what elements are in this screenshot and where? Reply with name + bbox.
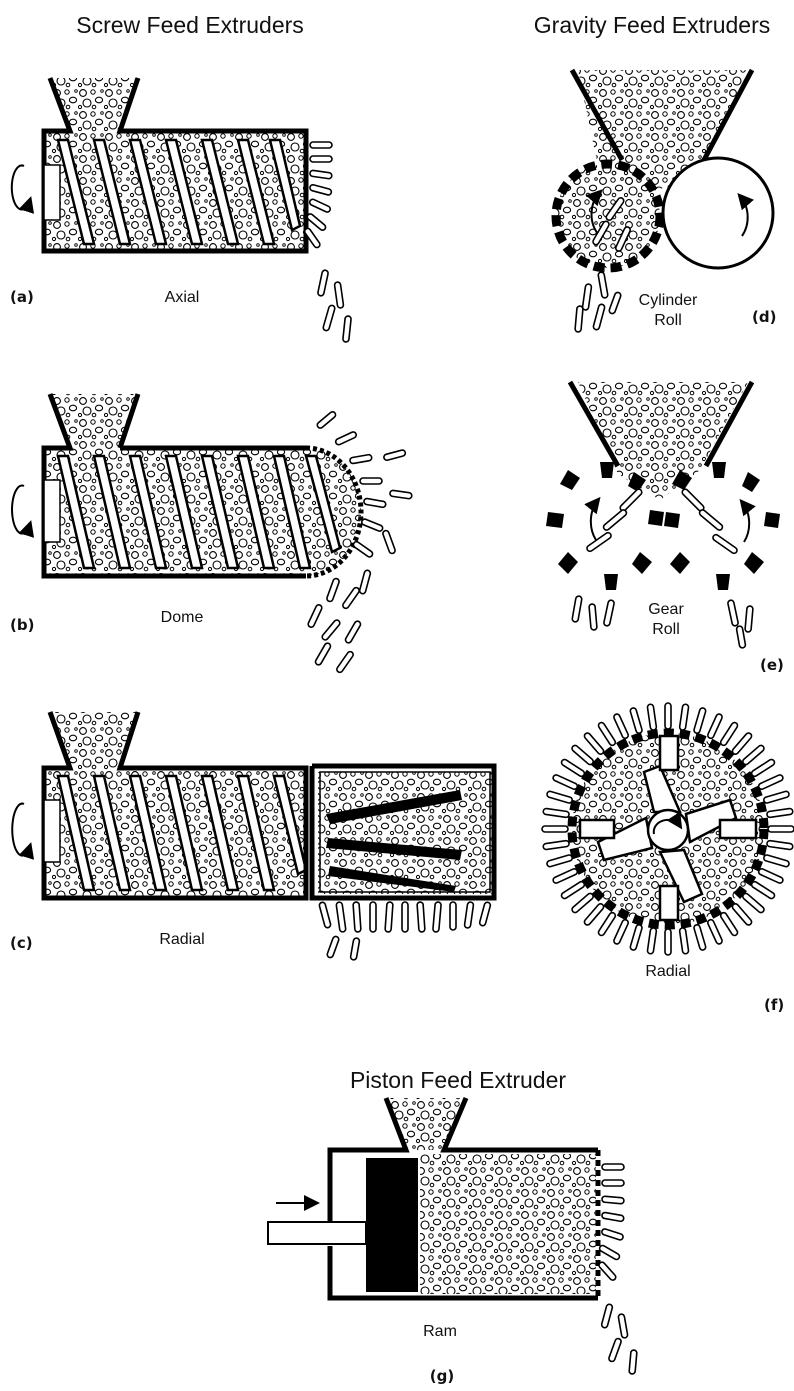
extrudate-strand xyxy=(693,924,706,951)
extrudate-strand xyxy=(742,892,766,914)
solid-roll xyxy=(663,158,773,268)
piston-rod xyxy=(268,1222,366,1244)
heading-screw-feed: Screw Feed Extruders xyxy=(76,12,304,38)
panel-b-tag: (b) xyxy=(10,616,34,634)
rotation-arrow-icon xyxy=(742,502,749,542)
panel-d-label-line2: Roll xyxy=(654,312,682,329)
extrudate-strand xyxy=(731,732,753,756)
extrudate-strand xyxy=(647,928,657,955)
extrudate-strand xyxy=(560,758,585,777)
heading-piston-feed: Piston Feed Extruder xyxy=(350,1067,566,1093)
extrudate-strand xyxy=(720,721,739,746)
heading-gravity-feed: Gravity Feed Extruders xyxy=(534,12,770,38)
extrudate-strand xyxy=(665,929,671,955)
panel-a-axial-extruder: (a) Axial xyxy=(10,78,351,342)
extrudate-strand xyxy=(543,808,570,818)
extrudate-strands xyxy=(598,1164,637,1374)
extrudate-strand xyxy=(751,758,776,777)
extrudate-strand xyxy=(571,744,595,766)
panel-f-tag: (f) xyxy=(764,996,784,1014)
extrudate-strand xyxy=(546,791,573,804)
extrudate-strand xyxy=(763,791,790,804)
extrudate-strand xyxy=(767,808,794,818)
extrudate-strand xyxy=(679,704,689,731)
extrudate-strand xyxy=(543,840,570,850)
panel-a-tag: (a) xyxy=(10,288,34,306)
rotation-arrow-icon xyxy=(12,804,30,856)
rotation-arrow-icon xyxy=(12,165,30,209)
extrudate-strand xyxy=(613,713,629,739)
extrudate-strand xyxy=(597,721,616,746)
extrudate-strand xyxy=(758,868,784,884)
panel-b-label: Dome xyxy=(161,609,204,626)
extrudate-strand xyxy=(767,840,794,850)
panel-c-radial-extruder: (c) Radial xyxy=(10,712,494,960)
extrudate-strand xyxy=(665,703,671,729)
extrudate-strand xyxy=(763,854,790,867)
panel-f-label: Radial xyxy=(645,963,690,980)
extrudate-strand xyxy=(597,912,616,937)
extrudate-strand xyxy=(707,919,723,945)
panel-b-dome-extruder: (b) Dome xyxy=(10,394,412,674)
panel-f-radial-extruder: Radial (f) xyxy=(542,703,794,1014)
extrudate-strand xyxy=(546,854,573,867)
extrudate-strand xyxy=(679,928,689,955)
panel-d-tag: (d) xyxy=(752,308,776,326)
extrudate-strand xyxy=(583,732,605,756)
panel-g-label: Ram xyxy=(423,1323,457,1340)
extrudate-strand xyxy=(552,868,578,884)
panel-a-label: Axial xyxy=(165,289,200,306)
extrudate-strand xyxy=(571,892,595,914)
piston-ram xyxy=(366,1158,418,1292)
extrudate-strand xyxy=(758,774,784,790)
extrudate-strand xyxy=(693,707,706,734)
panel-g-tag: (g) xyxy=(430,1367,454,1385)
extrudate-strand xyxy=(742,744,766,766)
rotation-arrow-icon xyxy=(591,500,598,540)
panel-e-label-line2: Roll xyxy=(652,621,680,638)
extrudate-strand xyxy=(542,826,568,832)
extrudate-strand xyxy=(560,881,585,900)
extrudate-strand xyxy=(768,826,794,832)
extrudate-strand xyxy=(707,713,723,739)
extrudate-strand xyxy=(583,903,605,927)
panel-g-ram-extruder: Ram (g) xyxy=(268,1098,637,1385)
extrudate-strands xyxy=(304,142,352,342)
extrudate-strand xyxy=(731,903,753,927)
extrudate-strand xyxy=(751,881,776,900)
panel-c-tag: (c) xyxy=(10,934,33,952)
extrudate-strand xyxy=(720,912,739,937)
panel-d-cylinder-roll-extruder: Cylinder Roll (d) xyxy=(556,70,776,332)
panel-e-gear-roll-extruder: Gear Roll (e) xyxy=(546,382,784,674)
extrudate-strand xyxy=(630,924,643,951)
extrudate-strand xyxy=(552,774,578,790)
panel-e-label-line1: Gear xyxy=(648,601,684,618)
extrudate-strand xyxy=(613,919,629,945)
panel-d-label-line1: Cylinder xyxy=(639,292,698,309)
panel-c-label: Radial xyxy=(159,931,204,948)
panel-e-tag: (e) xyxy=(760,656,784,674)
extrudate-strand xyxy=(630,707,643,734)
extrudate-strands xyxy=(319,902,491,961)
rotation-arrow-icon xyxy=(12,486,30,534)
extrudate-strand xyxy=(647,704,657,731)
